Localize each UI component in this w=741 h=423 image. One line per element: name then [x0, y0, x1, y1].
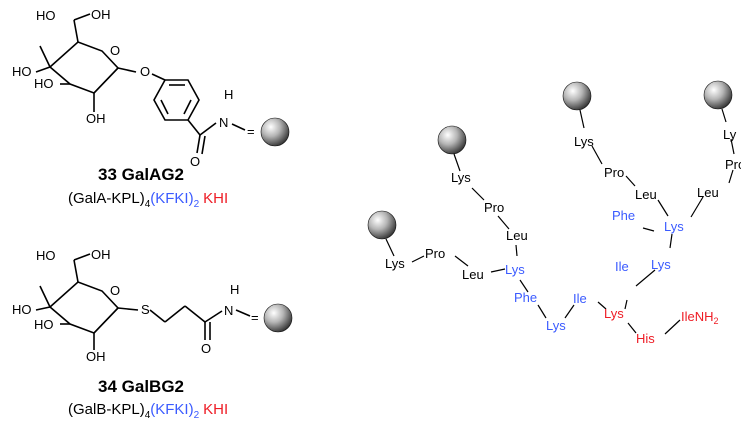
residue-phe: Phe: [612, 208, 635, 223]
residue-ilenh: IleNH2: [681, 309, 719, 326]
residue-lys: Lys: [604, 306, 624, 321]
residue-his: His: [636, 331, 655, 346]
residue-pro: Pro: [484, 200, 504, 215]
residue-lys: Lys: [574, 134, 594, 149]
resin-bead: [367, 210, 397, 240]
atom-n: N: [224, 303, 233, 318]
residue-lys: Lys: [664, 219, 684, 234]
resin-bead: [703, 80, 733, 110]
residue-ile: Ile: [615, 259, 629, 274]
atom-ho: HO: [36, 248, 56, 263]
atom-h: H: [230, 282, 239, 297]
atom-o: O: [140, 64, 150, 79]
residue-lys: Lys: [651, 257, 671, 272]
compound-33-structure: HO OH HO HO OH O O O H N =: [12, 7, 290, 169]
atom-n: N: [219, 115, 228, 130]
atom-oh: OH: [91, 7, 111, 22]
compound-34-label: 34 GalBG2: [98, 377, 184, 396]
residue-ile: Ile: [573, 291, 587, 306]
atom-ho: HO: [36, 8, 56, 23]
residue-leu: Leu: [635, 187, 657, 202]
atom-ho: HO: [12, 64, 32, 79]
resin-bead: [437, 125, 467, 155]
residue-pro: Pro: [725, 157, 741, 172]
residue-leu: Leu: [697, 185, 719, 200]
atom-o: O: [110, 43, 120, 58]
compound-34-structure: HO OH HO HO OH O S O H N =: [12, 247, 293, 364]
residue-lys: Lys: [385, 256, 405, 271]
residue-lys: Lys: [451, 170, 471, 185]
residue-pro: Pro: [425, 246, 445, 261]
atom-o: O: [110, 283, 120, 298]
atom-ho: HO: [34, 76, 54, 91]
residue-leu: Leu: [506, 228, 528, 243]
residue-phe: Phe: [514, 290, 537, 305]
atom-oh: OH: [86, 349, 106, 364]
resin-bead: [260, 117, 290, 147]
residue-pro: Pro: [604, 165, 624, 180]
atom-eq: =: [251, 310, 259, 325]
atom-oh: OH: [91, 247, 111, 262]
atom-o: O: [201, 341, 211, 356]
atom-s: S: [141, 302, 150, 317]
residue-leu: Leu: [462, 267, 484, 282]
atom-ho: HO: [34, 317, 54, 332]
atom-h: H: [224, 87, 233, 102]
atom-eq: =: [247, 124, 255, 139]
atom-o: O: [190, 154, 200, 169]
residue-lys: Lys: [505, 262, 525, 277]
resin-bead: [263, 303, 293, 333]
resin-bead: [562, 81, 592, 111]
compound-33-label: 33 GalAG2: [98, 165, 184, 184]
residue-lys: Lys: [546, 318, 566, 333]
atom-ho: HO: [12, 302, 32, 317]
atom-oh: OH: [86, 111, 106, 126]
residue-ly: Ly: [723, 127, 737, 142]
